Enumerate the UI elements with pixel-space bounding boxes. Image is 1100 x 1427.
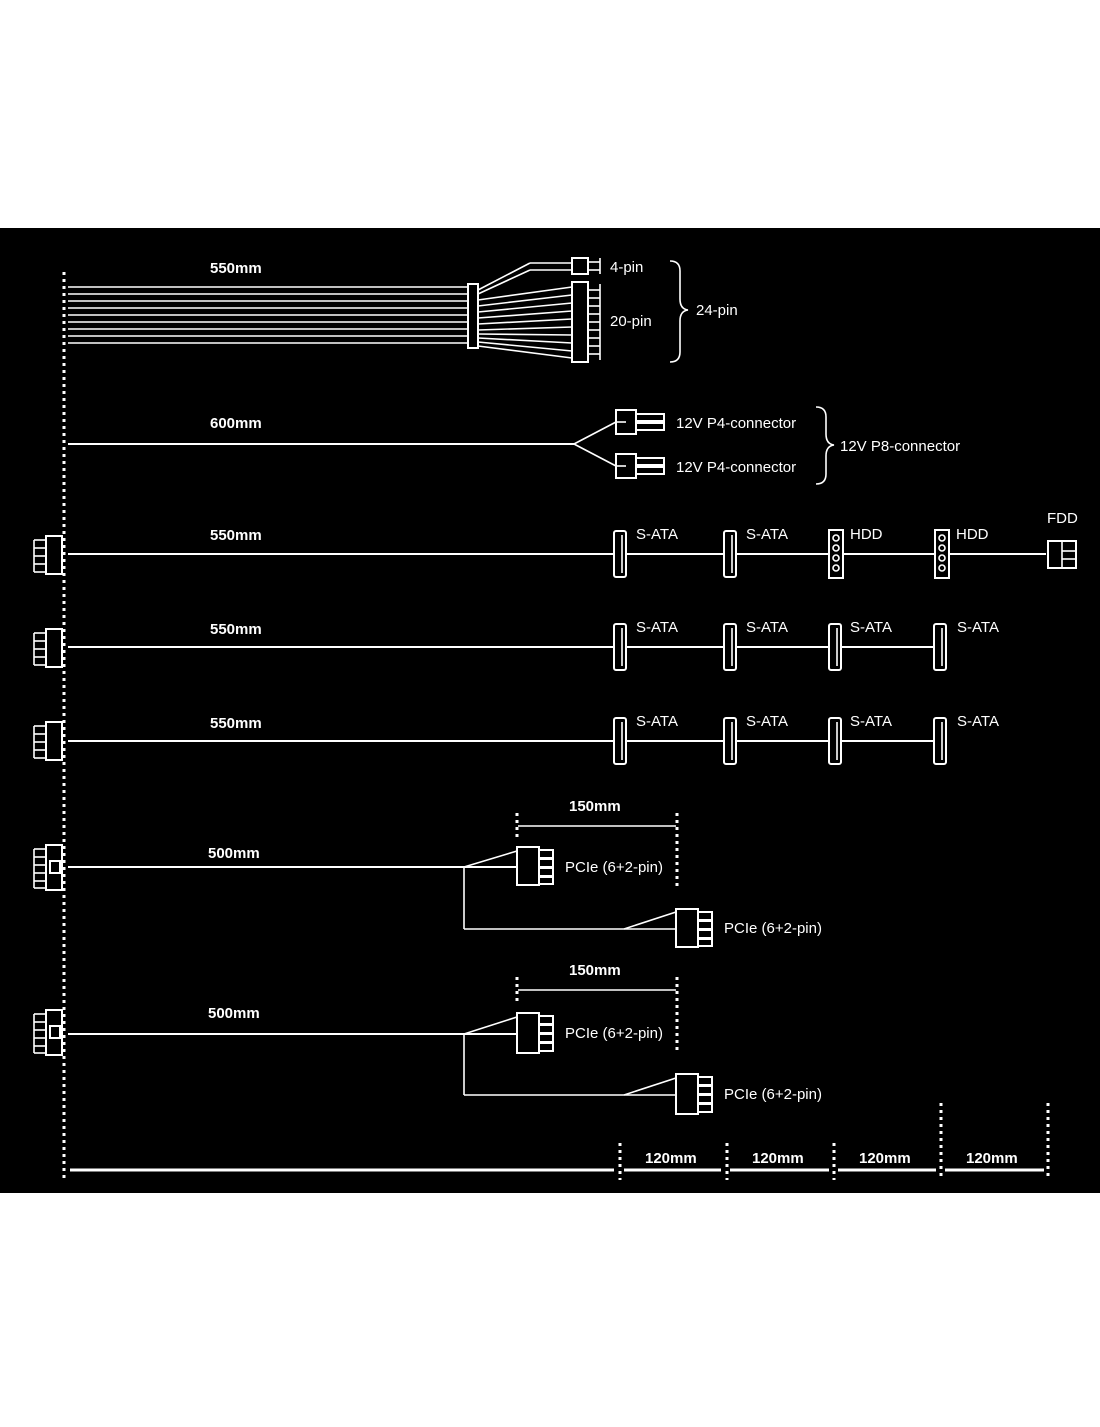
fdd-connector — [1047, 540, 1077, 569]
pcie-connector — [675, 1073, 713, 1115]
connector-label: S-ATA — [746, 526, 788, 543]
modular-plug — [33, 535, 63, 575]
sata-cable-1: 550mm S-ATA S-ATA S-ATA S-ATA — [33, 619, 999, 671]
pcie-connector — [516, 1012, 554, 1054]
connector-label: S-ATA — [957, 619, 999, 636]
modular-plug — [33, 721, 63, 761]
atx-length-label: 550mm — [210, 260, 262, 277]
pcie-cable-1: 500mm PCIe (6+2-pin) PCIe (6+2-pin) 150m… — [33, 798, 822, 948]
sata-connector — [933, 717, 947, 765]
pcie-2-length-label: 500mm — [208, 1005, 260, 1022]
eps-group-brace — [815, 406, 835, 485]
connector-label: FDD — [1047, 510, 1078, 527]
scale-segment-label: 120mm — [859, 1150, 911, 1167]
atx-group-label: 24-pin — [696, 302, 738, 319]
eps-connector-b — [615, 453, 665, 479]
molex-connector — [828, 529, 844, 579]
connector-label: S-ATA — [746, 619, 788, 636]
atx-wire-bundle — [68, 262, 573, 359]
pcie-connector — [516, 846, 554, 886]
sata-connector — [723, 623, 737, 671]
eps-length-label: 600mm — [210, 415, 262, 432]
pcie-connector-label: PCIe (6+2-pin) — [724, 1086, 822, 1103]
sata-connector — [613, 623, 627, 671]
sata-cable-2: 550mm S-ATA S-ATA S-ATA S-ATA — [33, 713, 999, 765]
atx-4pin-connector — [571, 257, 601, 275]
connector-label: S-ATA — [957, 713, 999, 730]
connector-label: S-ATA — [636, 713, 678, 730]
atx-group-brace — [669, 260, 689, 363]
sata-connector — [933, 623, 947, 671]
pcie-connector-label: PCIe (6+2-pin) — [565, 1025, 663, 1042]
eps-connector-a-label: 12V P4-connector — [676, 415, 796, 432]
connector-label: S-ATA — [850, 619, 892, 636]
atx-20pin-label: 20-pin — [610, 313, 652, 330]
scale-bar: 120mm 120mm 120mm 120mm — [70, 1103, 1050, 1180]
modular-plug — [33, 1009, 63, 1056]
sata-connector — [613, 717, 627, 765]
pcie-connector — [675, 908, 713, 948]
sata-connector — [723, 717, 737, 765]
modular-plug — [33, 844, 63, 891]
pcie-connector-label: PCIe (6+2-pin) — [565, 859, 663, 876]
molex-connector — [934, 529, 950, 579]
pcie-1-split-label: 150mm — [569, 798, 621, 815]
connector-label: S-ATA — [850, 713, 892, 730]
eps-group-label: 12V P8-connector — [840, 438, 960, 455]
connector-label: HDD — [850, 526, 883, 543]
pcie-cable-2: 500mm PCIe (6+2-pin) PCIe (6+2-pin) 150m… — [33, 962, 822, 1115]
eps-connector-b-label: 12V P4-connector — [676, 459, 796, 476]
pcie-connector-label: PCIe (6+2-pin) — [724, 920, 822, 937]
sata-connector — [723, 530, 737, 578]
peripheral-cable-1: 550mm S-ATA S-ATA HDD HDD FDD — [33, 510, 1078, 579]
pcie-2-split-label: 150mm — [569, 962, 621, 979]
sata-1-length-label: 550mm — [210, 621, 262, 638]
atx-20pin-connector — [571, 281, 601, 363]
connector-label: S-ATA — [636, 619, 678, 636]
eps-cable: 600mm 12V P4-connector 12V P4-connector … — [68, 406, 960, 485]
scale-segment-label: 120mm — [966, 1150, 1018, 1167]
connector-label: S-ATA — [636, 526, 678, 543]
scale-segment-label: 120mm — [645, 1150, 697, 1167]
connector-label: S-ATA — [746, 713, 788, 730]
atx-4pin-label: 4-pin — [610, 259, 643, 276]
eps-connector-a — [615, 409, 665, 435]
scale-segment-label: 120mm — [752, 1150, 804, 1167]
connector-label: HDD — [956, 526, 989, 543]
sata-2-length-label: 550mm — [210, 715, 262, 732]
atx-cable: 550mm — [68, 257, 738, 363]
sata-connector — [613, 530, 627, 578]
sata-connector — [828, 717, 842, 765]
atx-sleeve-clamp — [467, 283, 479, 349]
sata-connector — [828, 623, 842, 671]
modular-plug — [33, 628, 63, 668]
pcie-1-length-label: 500mm — [208, 845, 260, 862]
peripheral-1-length-label: 550mm — [210, 527, 262, 544]
